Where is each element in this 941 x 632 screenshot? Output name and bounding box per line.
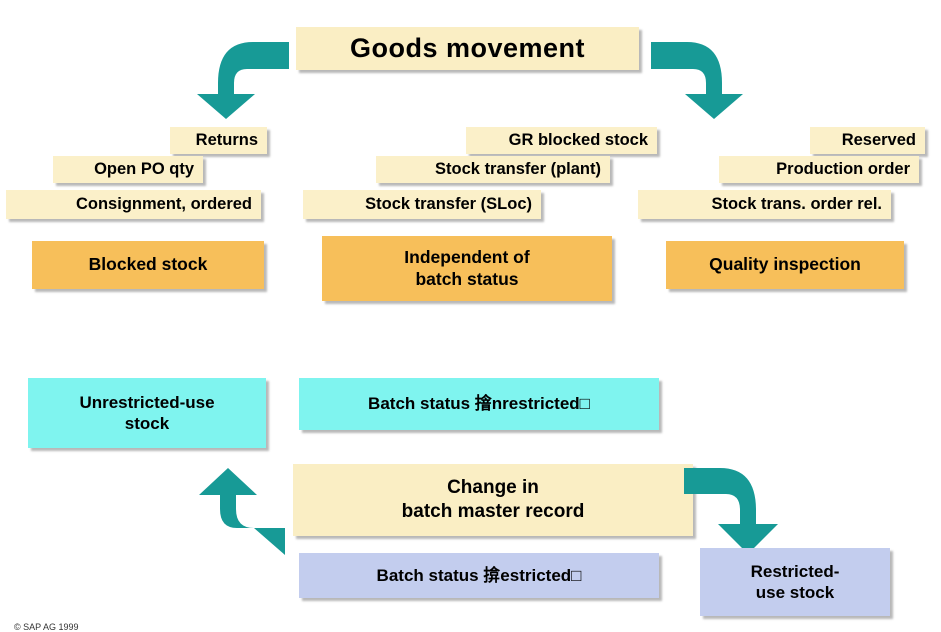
tag-gr-blocked-stock: GR blocked stock: [466, 127, 657, 154]
tag-reserved: Reserved: [810, 127, 925, 154]
category-box-quality-inspection: Quality inspection: [666, 241, 904, 289]
category-box-blocked-stock: Blocked stock: [32, 241, 264, 289]
tag-consignment-ordered: Consignment, ordered: [6, 190, 261, 219]
status-box-batch-status-unrestricted: Batch status 摿nrestricted□: [299, 378, 659, 430]
category-box-independent-of-batch-status: Independent of batch status: [322, 236, 612, 301]
footer-copyright: © SAP AG 1999: [14, 622, 79, 632]
change-box-batch-master-record: Change in batch master record: [293, 464, 693, 536]
stock-box-unrestricted-use: Unrestricted-use stock: [28, 378, 266, 448]
tag-returns: Returns: [170, 127, 267, 154]
tag-open-po-qty: Open PO qty: [53, 156, 203, 183]
arrow-down-left-from-title: [195, 36, 290, 120]
status-box-batch-status-restricted: Batch status 揜estricted□: [299, 553, 659, 598]
stock-box-restricted-use: Restricted- use stock: [700, 548, 890, 616]
tag-stock-transfer-sloc: Stock transfer (SLoc): [303, 190, 541, 219]
arrow-down-right-from-title: [650, 36, 745, 120]
tag-stock-trans-order-rel: Stock trans. order rel.: [638, 190, 891, 219]
tag-stock-transfer-plant: Stock transfer (plant): [376, 156, 610, 183]
arrow-down-right-to-restricted: [682, 462, 792, 562]
title-box-goods-movement: Goods movement: [296, 27, 639, 70]
tag-production-order: Production order: [719, 156, 919, 183]
arrow-up-left-to-unrestricted: [182, 451, 298, 556]
